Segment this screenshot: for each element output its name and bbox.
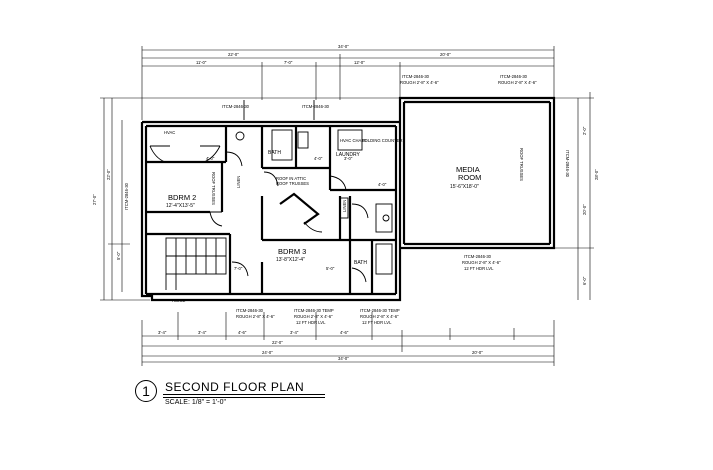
dim-top-right: 20'-0" <box>440 52 451 57</box>
window-tag-bottom-2: ITCM-2846-30 TEMP <box>294 308 334 313</box>
dim-int-5: 5'-0" <box>326 266 335 271</box>
dim-left-seg-2: 5'-0" <box>116 251 121 260</box>
dim-overall-bottom: 34'-0" <box>338 356 349 361</box>
note-bdrm2-trusses: ROOF TRUSSES <box>211 172 216 205</box>
plan-title: SECOND FLOOR PLAN <box>165 380 305 394</box>
window-tag-top-1: ITCM-2846-30 <box>222 104 250 109</box>
dim-int-3: 3'-0" <box>344 156 353 161</box>
room-media-name-1: MEDIA <box>456 165 480 174</box>
dim-right-overall: 28'-0" <box>594 169 599 180</box>
dim-bottom-seg-1: 3'-4" <box>158 330 167 335</box>
door-swings <box>149 145 369 283</box>
room-bath-2: BATH <box>354 260 367 266</box>
dim-right-seg-2: 20'-0" <box>582 204 587 215</box>
window-tag-bottom-1: ITCM-2846-30 <box>236 308 264 313</box>
dim-int-6: 4'-0" <box>378 182 387 187</box>
room-bdrm2-name: BDRM 2 <box>168 193 196 202</box>
fixtures <box>235 129 393 275</box>
right-dimension-lines <box>554 92 594 300</box>
window-spec-bottom-2: ROUGH 2'-8" X 4'-6" <box>294 314 333 319</box>
dim-bottom-seg-3: 4'-6" <box>238 330 247 335</box>
exterior-walls <box>140 96 556 302</box>
dim-bottom-right: 20'-0" <box>472 350 483 355</box>
note-attic-2: ROOF TRUSSES <box>276 181 309 186</box>
room-bdrm3-name: BDRM 3 <box>278 247 306 256</box>
dim-top-seg-3: 12'-0" <box>354 60 365 65</box>
top-dimension-lines <box>141 46 555 120</box>
dim-bottom-seg-2: 3'-4" <box>198 330 207 335</box>
dim-overall-top: 34'-0" <box>338 44 349 49</box>
scale-value: 1/8" = 1'-0" <box>191 399 226 406</box>
title-underline-thin <box>163 397 325 398</box>
window-tag-media-2: ITCM-2846-30 <box>500 74 528 79</box>
bottom-dimension-lines <box>141 312 555 366</box>
dim-int-2: 4'-0" <box>314 156 323 161</box>
window-spec-bottom-3: ROUGH 2'-8" X 4'-6" <box>360 314 399 319</box>
note-hvac: HVAC <box>164 130 175 135</box>
window-tag-media-bottom: ITCM-2846-30 <box>464 254 492 259</box>
dim-top-seg-1: 11'-0" <box>196 60 207 65</box>
dim-bottom-seg-4: 3'-4" <box>290 330 299 335</box>
dim-left-overall: 27'-0" <box>92 194 97 205</box>
room-linen-1: LINEN <box>236 176 241 188</box>
title-underline <box>163 394 325 395</box>
room-chase: HVAC CHASE <box>340 138 367 143</box>
room-media-name-2: ROOM <box>458 173 481 182</box>
window-spec-media-bottom: ROUGH 2'-8" X 4'-6" <box>462 260 501 265</box>
header-note-media-bottom: 12 FT HDR LVL <box>464 266 494 271</box>
plan-scale: SCALE: 1/8" = 1'-0" <box>165 399 226 406</box>
room-bdrm3-size: 13'-8"X12'-4" <box>276 257 305 263</box>
dim-left-seg-1: 22'-0" <box>106 169 111 180</box>
ridge-note: RIDGE <box>172 298 185 303</box>
window-tag-top-2: ITCM-2846-30 <box>302 104 330 109</box>
header-note-bottom-2: 12 FT HDR LVL <box>296 320 326 325</box>
dim-top-left: 22'-0" <box>228 52 239 57</box>
room-bath-1: BATH <box>268 150 281 156</box>
dim-bottom-mid: 22'-0" <box>272 340 283 345</box>
header-note-bottom-3: 12 FT HDR LVL <box>362 320 392 325</box>
title-number-circle: 1 <box>135 380 157 402</box>
room-folding-counter: FOLDING COUNTER <box>362 138 402 143</box>
dim-right-seg-3: 6'-0" <box>582 276 587 285</box>
window-tag-bottom-3: ITCM-2846-30 TEMP <box>360 308 400 313</box>
stair <box>165 237 227 290</box>
window-spec-media-1: ROUGH 2'-8" X 4'-6" <box>400 80 439 85</box>
room-linen-2: LINEN <box>342 200 347 212</box>
title-block: 1 SECOND FLOOR PLAN SCALE: 1/8" = 1'-0" <box>135 378 335 408</box>
windows <box>141 97 555 301</box>
room-media-size: 15'-6"X18'-0" <box>450 184 479 190</box>
window-tag-media-1: ITCM-2846-30 <box>402 74 430 79</box>
dim-bottom-left: 24'-0" <box>262 350 273 355</box>
dim-bottom-seg-5: 4'-6" <box>340 330 349 335</box>
window-spec-media-2: ROUGH 2'-8" X 4'-6" <box>498 80 537 85</box>
window-tag-right: ITCM-2846-30 <box>565 150 570 178</box>
left-dimension-lines <box>100 97 400 301</box>
dim-int-4: 7'-0" <box>234 266 243 271</box>
dim-right-seg-1: 2'-0" <box>582 126 587 135</box>
window-tag-left: ITCM-2846-30 <box>124 182 129 210</box>
room-bdrm2-size: 12'-4"X13'-5" <box>166 203 195 209</box>
note-media-trusses: ROOF TRUSSES <box>519 148 524 181</box>
dim-int-1: 4'-0" <box>206 156 215 161</box>
note-attic-1: ROOF IN ATTIC <box>276 176 306 181</box>
window-spec-bottom-1: ROUGH 2'-8" X 4'-6" <box>236 314 275 319</box>
room-laundry: LAUNDRY <box>336 152 360 158</box>
dim-top-seg-2: 7'-0" <box>284 60 293 65</box>
scale-label: SCALE: <box>165 399 190 406</box>
